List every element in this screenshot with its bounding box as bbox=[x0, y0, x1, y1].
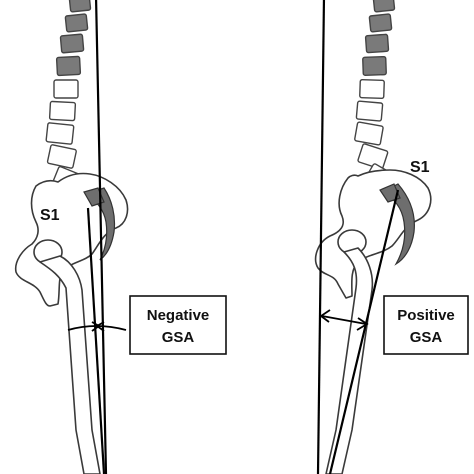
left-sacral-plate bbox=[83, 187, 105, 207]
right-vertebra-6 bbox=[355, 100, 384, 122]
left-arrowhead-a bbox=[91, 321, 101, 332]
right-plumb-line bbox=[316, 0, 326, 474]
left-arrowhead-b bbox=[95, 321, 105, 332]
left-vertebra-1 bbox=[68, 0, 92, 13]
right-femur bbox=[325, 247, 374, 474]
right-vertebra-7 bbox=[354, 121, 384, 146]
right-angle-box bbox=[383, 295, 469, 355]
right-angle-arrow bbox=[321, 315, 367, 325]
right-panel: S1 Positive GSA bbox=[314, 0, 469, 474]
right-s1-label: S1 bbox=[410, 159, 430, 176]
left-angle-box-line2: GSA bbox=[162, 329, 195, 346]
left-vertebra-7 bbox=[45, 122, 75, 145]
left-femur bbox=[39, 255, 101, 474]
left-femoral-line bbox=[86, 207, 106, 474]
right-sacral-plate bbox=[379, 183, 401, 203]
left-spine bbox=[45, 0, 92, 194]
right-vertebra-8 bbox=[357, 143, 389, 170]
left-vertebra-5 bbox=[53, 79, 79, 99]
right-vertebra-5 bbox=[359, 78, 385, 100]
left-vertebra-4 bbox=[55, 55, 82, 77]
right-arrowhead-a bbox=[319, 309, 331, 323]
right-spine bbox=[354, 0, 396, 193]
right-vertebra-3 bbox=[364, 33, 390, 54]
right-angle-box-line1: Positive bbox=[397, 307, 455, 324]
left-angle-box-line1: Negative bbox=[147, 307, 210, 324]
right-arrowhead-b bbox=[356, 317, 369, 331]
left-vertebra-8 bbox=[46, 144, 77, 169]
right-vertebra-1 bbox=[372, 0, 396, 13]
left-vertebra-2 bbox=[64, 13, 89, 33]
right-vertebra-2 bbox=[368, 13, 393, 33]
left-vertebra-3 bbox=[59, 33, 85, 54]
right-sacrum-wedge bbox=[380, 183, 415, 266]
right-vertebra-4 bbox=[362, 55, 387, 77]
left-angle-box bbox=[129, 295, 227, 355]
left-sacrum-wedge bbox=[84, 187, 116, 261]
left-s1-label: S1 bbox=[40, 207, 60, 224]
right-angle-box-line2: GSA bbox=[410, 329, 443, 346]
left-vertebra-6 bbox=[48, 100, 77, 122]
left-panel: S1 Negative GSA bbox=[14, 0, 227, 474]
right-femoral-line bbox=[328, 189, 400, 474]
left-plumb-line bbox=[94, 0, 108, 474]
